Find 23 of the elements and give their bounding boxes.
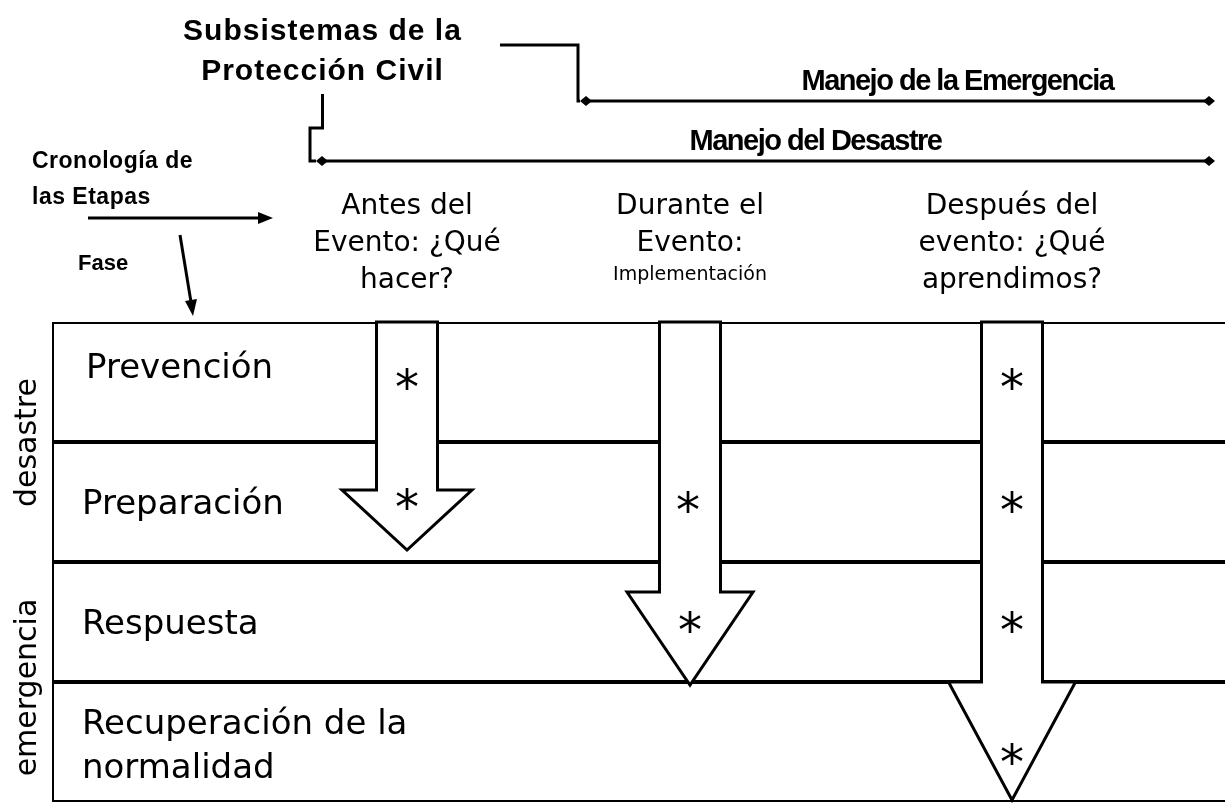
span-bar: Manejo del Desastre bbox=[316, 122, 1215, 168]
column-header: Después del evento: ¿Qué aprendimos? bbox=[887, 186, 1137, 322]
asterisk-mark: * bbox=[999, 738, 1025, 786]
connector-line bbox=[500, 43, 581, 103]
column-header: Antes del Evento: ¿Qué hacer? bbox=[304, 186, 510, 322]
band-label: desastre bbox=[6, 377, 44, 510]
block-arrow bbox=[624, 320, 756, 688]
asterisk-mark: * bbox=[677, 606, 703, 654]
connector-line bbox=[308, 94, 324, 163]
asterisk-mark: * bbox=[999, 363, 1025, 411]
band-label: emergencia bbox=[6, 597, 44, 779]
axis-label: Fase bbox=[78, 249, 130, 277]
axis-label: Cronología de las Etapas bbox=[32, 146, 195, 211]
span-bar: Manejo de la Emergencia bbox=[580, 62, 1215, 108]
asterisk-mark: * bbox=[394, 483, 420, 531]
asterisk-mark: * bbox=[999, 486, 1025, 534]
block-arrow bbox=[946, 320, 1078, 804]
column-header: Durante el Evento: Implementación bbox=[590, 186, 790, 322]
asterisk-mark: * bbox=[999, 606, 1025, 654]
asterisk-mark: * bbox=[394, 363, 420, 411]
asterisk-mark: * bbox=[675, 486, 701, 534]
heading-text: Subsistemas de la Protección Civil bbox=[145, 10, 500, 94]
block-arrow bbox=[338, 320, 476, 553]
